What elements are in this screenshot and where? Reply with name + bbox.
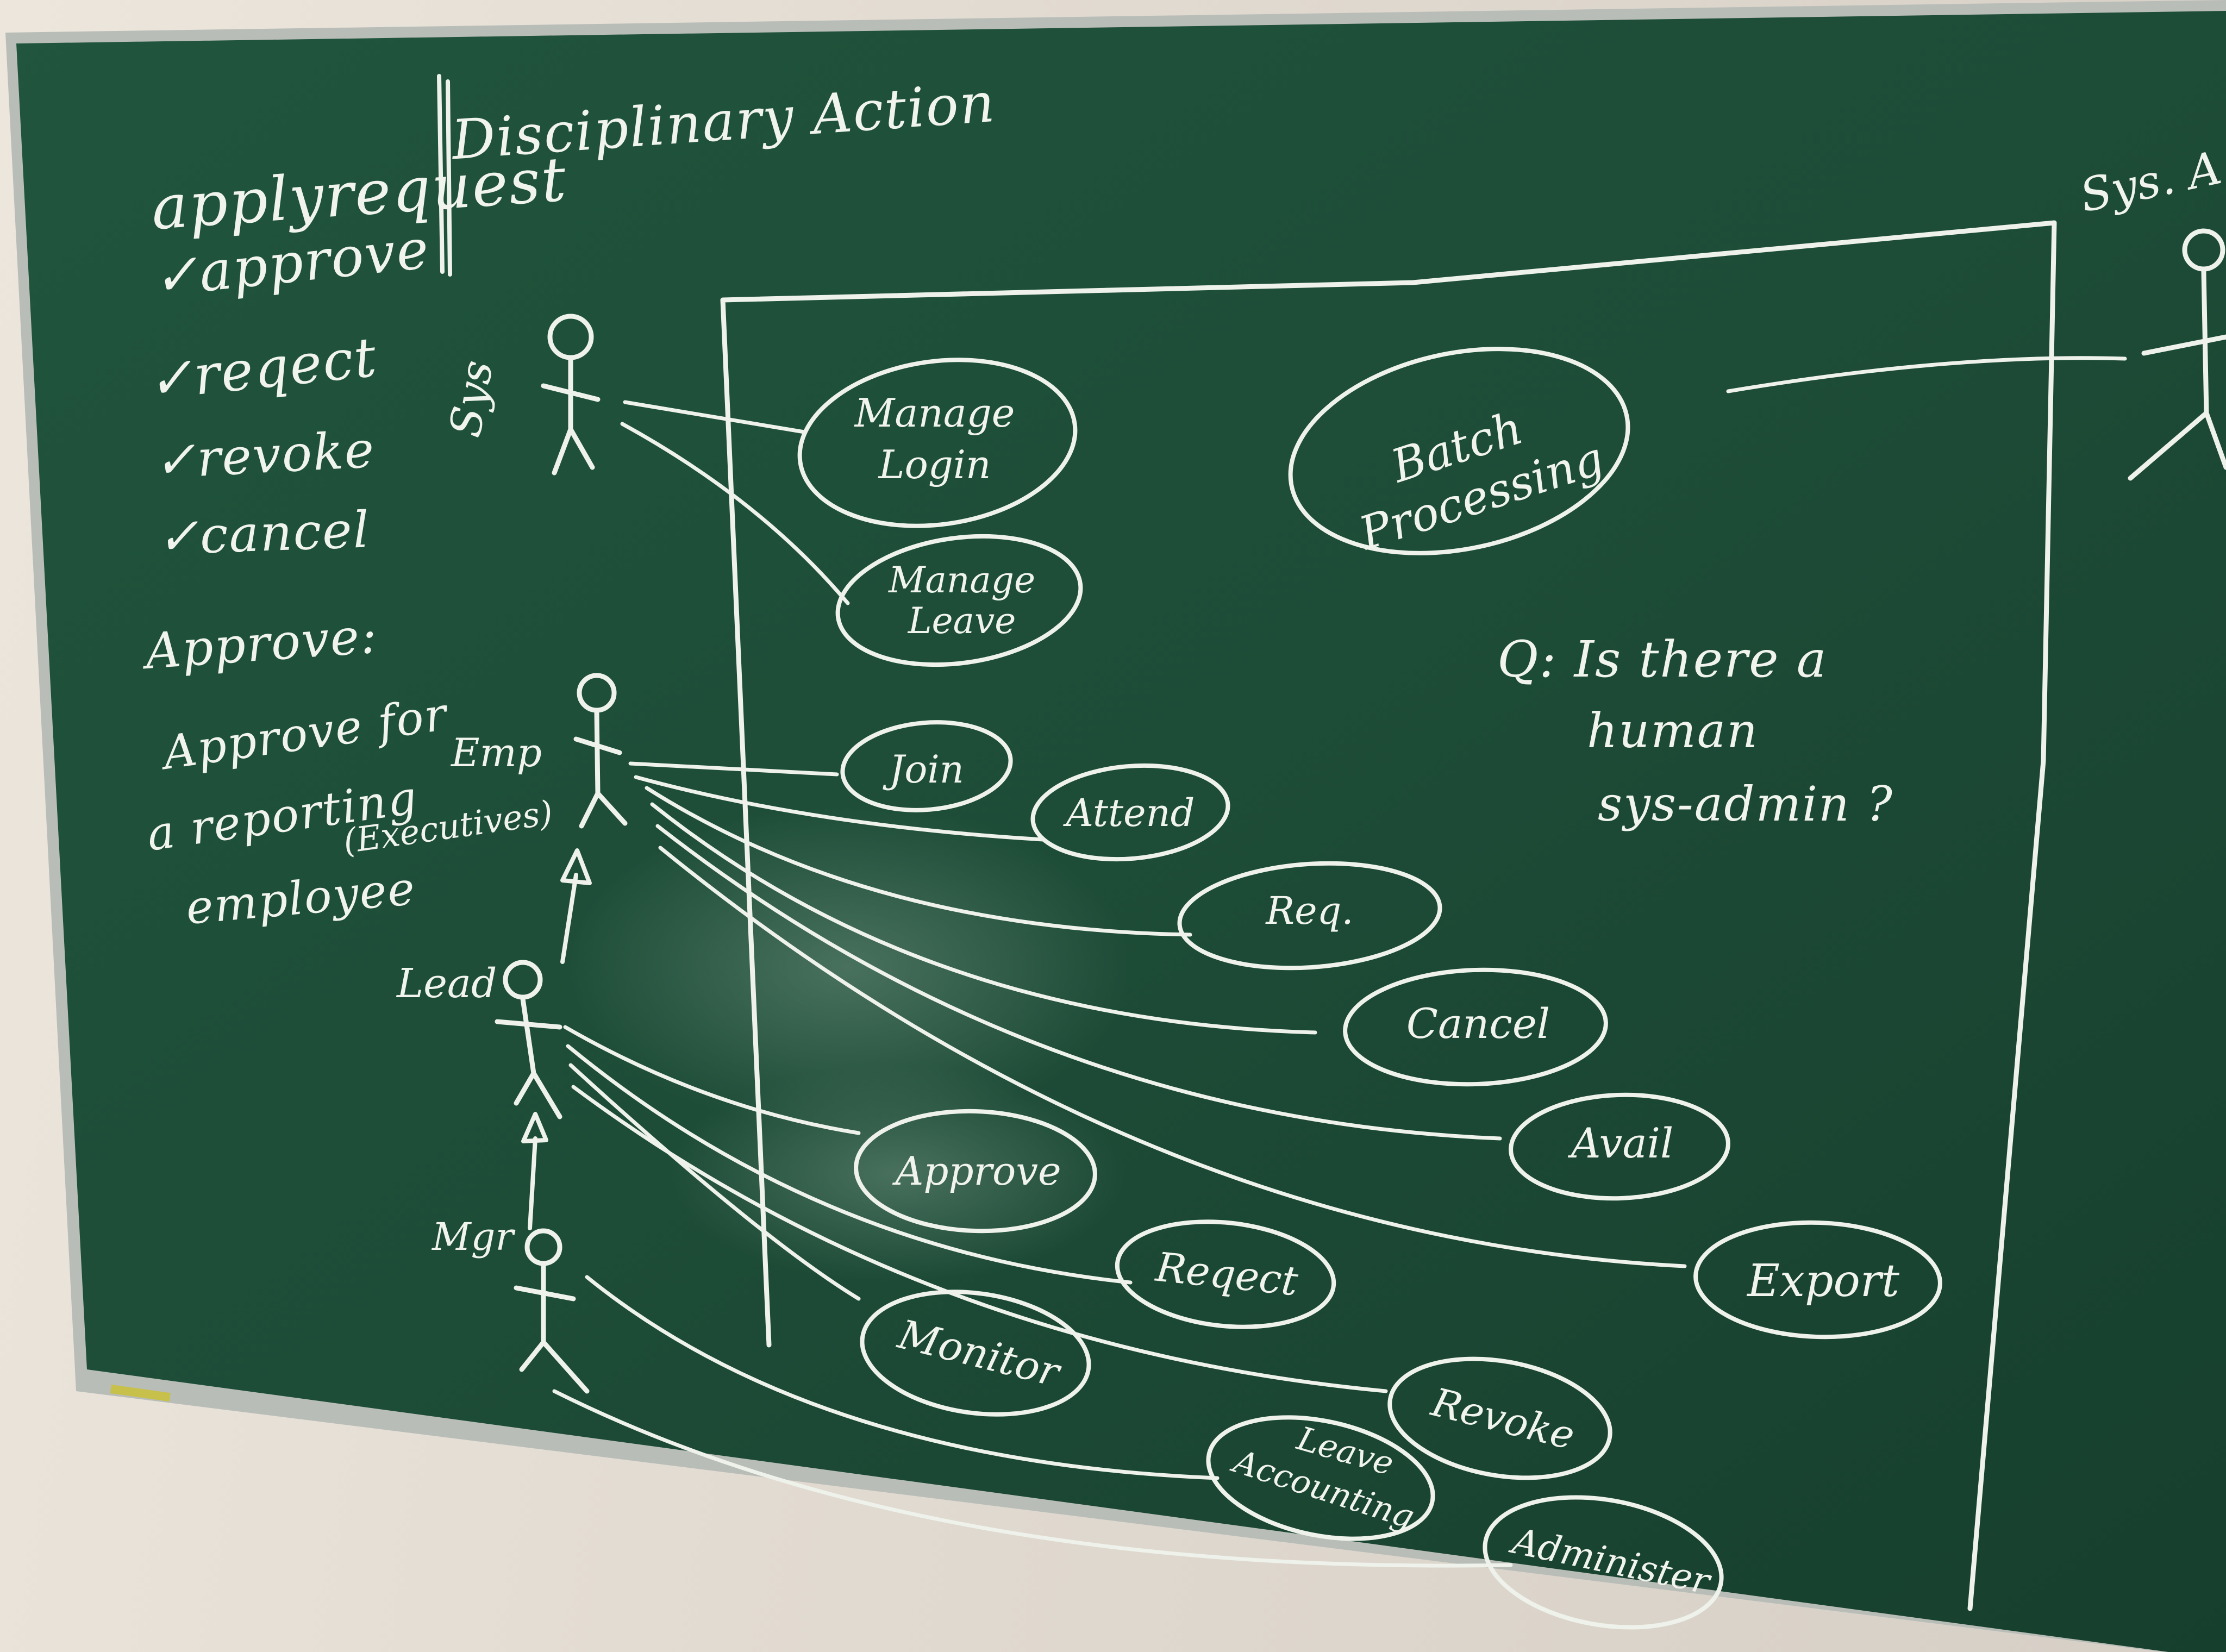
use-case-ellipses: [797, 347, 1942, 1630]
label-join: Join: [883, 747, 964, 792]
use-case-monitor: [860, 1290, 1091, 1417]
generalization-arrow-mgr-lead: [521, 1112, 548, 1230]
title-divider: [437, 74, 452, 277]
use-case-manage-login: [797, 358, 1078, 528]
use-case-approve: [854, 1109, 1097, 1234]
label-approve: Approve: [892, 1148, 1061, 1194]
label-avail: Avail: [1568, 1119, 1674, 1167]
use-case-join: [840, 720, 1013, 812]
chalk-tray-marker: [110, 1385, 171, 1402]
use-case-administer: [1483, 1495, 1724, 1630]
system-boundary: [720, 220, 2057, 1611]
actor-emp-figure: [573, 673, 628, 829]
actor-sys-figure: [541, 314, 601, 475]
use-case-revoke: [1387, 1356, 1612, 1480]
checklist-item: ✓cancel: [156, 500, 371, 566]
use-case-avail: [1509, 1092, 1730, 1201]
label-cancel: Cancel: [1406, 999, 1550, 1048]
actor-label-lead: Lead: [396, 960, 497, 1007]
actor-lead-figure: [495, 960, 562, 1119]
question-line: sys-admin ?: [1598, 776, 1893, 832]
actor-label-emp: Emp: [450, 730, 542, 775]
generalization-arrow-lead-emp: [560, 848, 592, 964]
actor-sys-admin-figure: [2128, 228, 2226, 481]
use-case-reqect: [1115, 1219, 1336, 1329]
checklist-item: ✓revoke: [153, 421, 377, 490]
label-export: Export: [1746, 1255, 1900, 1307]
label-manage-login-1: Manage: [854, 390, 1015, 436]
use-case-manage-leave: [835, 534, 1083, 667]
use-case-export: [1693, 1220, 1942, 1340]
question-line: human: [1587, 703, 1759, 759]
use-case-leave-accounting: [1206, 1415, 1435, 1541]
label-req: Req.: [1265, 888, 1353, 933]
question-note: Q: Is there a human sys-admin ?: [1497, 630, 1893, 832]
use-case-cancel: [1343, 967, 1608, 1087]
use-case-attend: [1030, 763, 1230, 862]
label-attend: Attend: [1063, 791, 1195, 835]
question-line: Q: Is there a: [1497, 630, 1828, 689]
label-manage-leave-1: Manage: [888, 559, 1035, 601]
label-manage-leave-2: Leave: [908, 600, 1016, 642]
use-case-batch-processing: [1288, 347, 1630, 555]
label-manage-login-2: Login: [878, 442, 991, 487]
actor-mgr-figure: [514, 1228, 590, 1394]
use-case-req: [1177, 861, 1442, 971]
actor-label-mgr: Mgr: [431, 1215, 515, 1259]
